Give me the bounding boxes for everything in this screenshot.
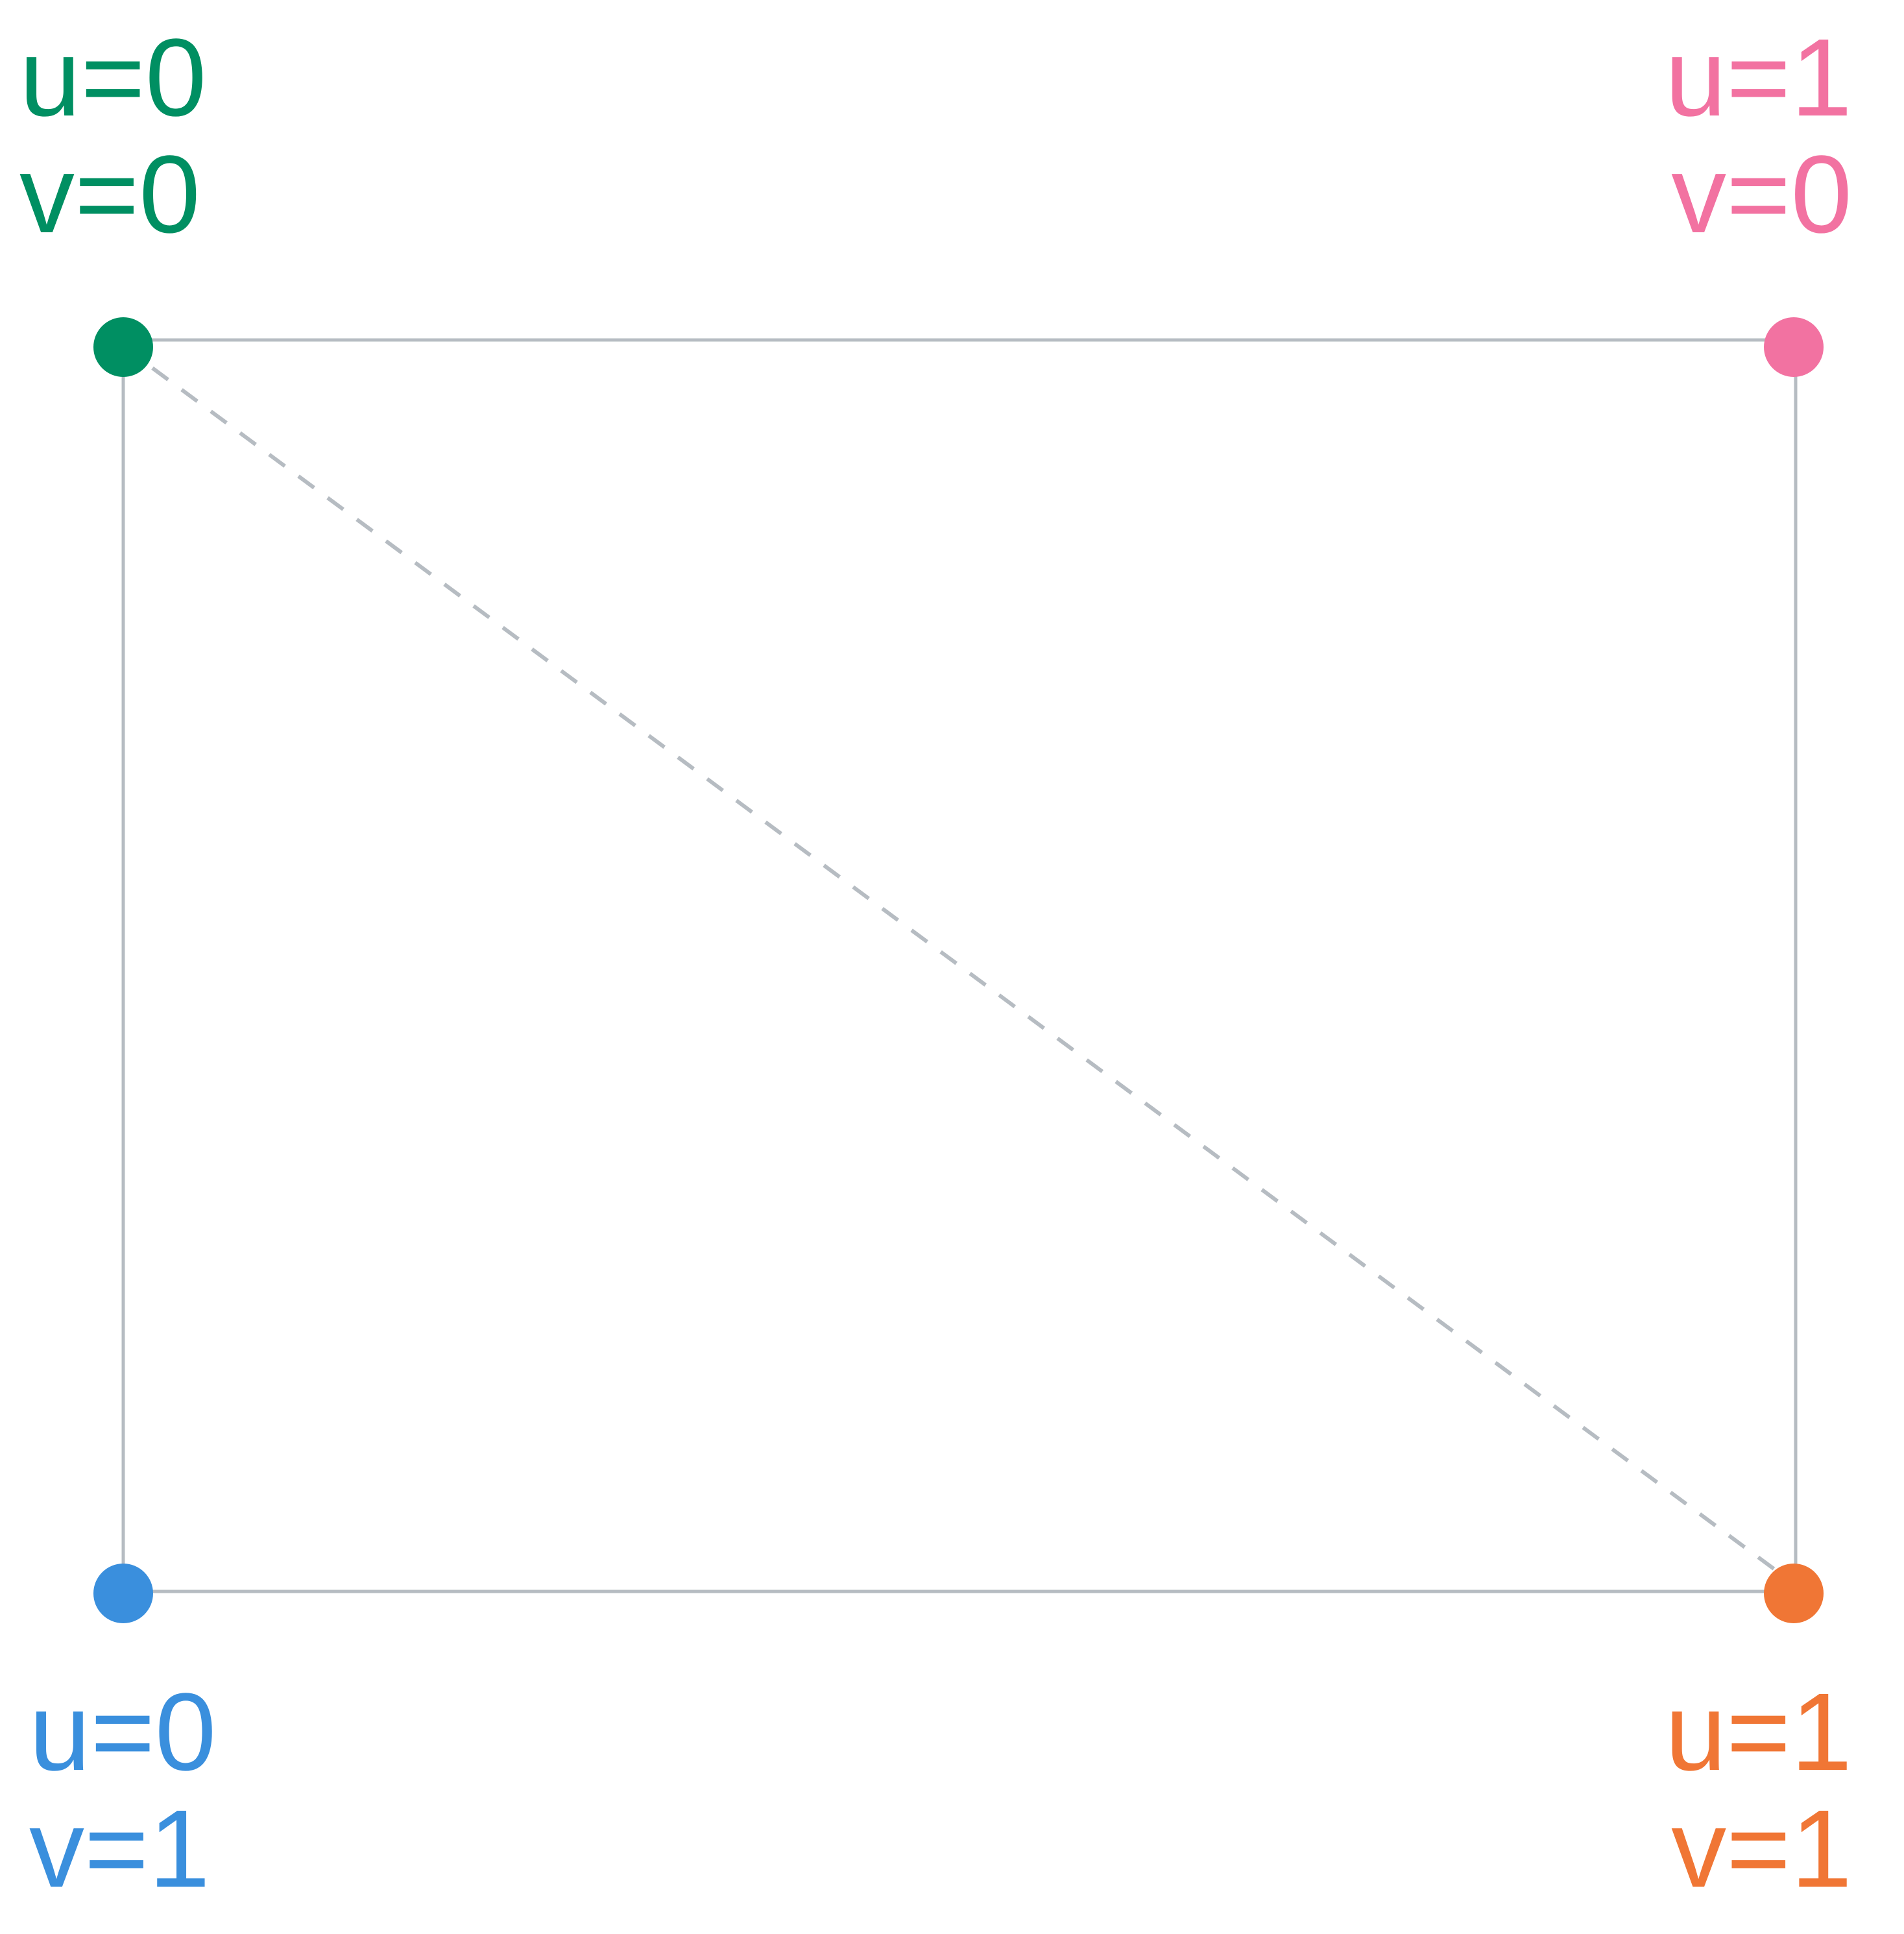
diagonal-dashed <box>122 344 1797 1587</box>
label-bottom-left-v: v=1 <box>29 1787 210 1911</box>
label-top-left: u=0 v=0 <box>19 19 206 253</box>
label-top-right-u: u=1 <box>1665 16 1852 139</box>
corner-dot-bottom-right <box>1764 1564 1824 1623</box>
corner-dot-top-left <box>93 317 153 377</box>
label-bottom-left-u: u=0 <box>29 1671 217 1794</box>
label-bottom-left: u=0 v=1 <box>29 1674 216 1907</box>
label-top-left-v: v=0 <box>19 133 200 256</box>
corner-dot-bottom-left <box>93 1564 153 1623</box>
label-bottom-right-u: u=1 <box>1665 1671 1852 1794</box>
label-top-right-v: v=0 <box>1671 133 1852 256</box>
label-top-right: u=1 v=0 <box>1665 19 1852 253</box>
label-top-left-u: u=0 <box>19 16 207 139</box>
label-bottom-right-v: v=1 <box>1671 1787 1852 1911</box>
corner-dot-top-right <box>1764 317 1824 377</box>
label-bottom-right: u=1 v=1 <box>1665 1674 1852 1907</box>
